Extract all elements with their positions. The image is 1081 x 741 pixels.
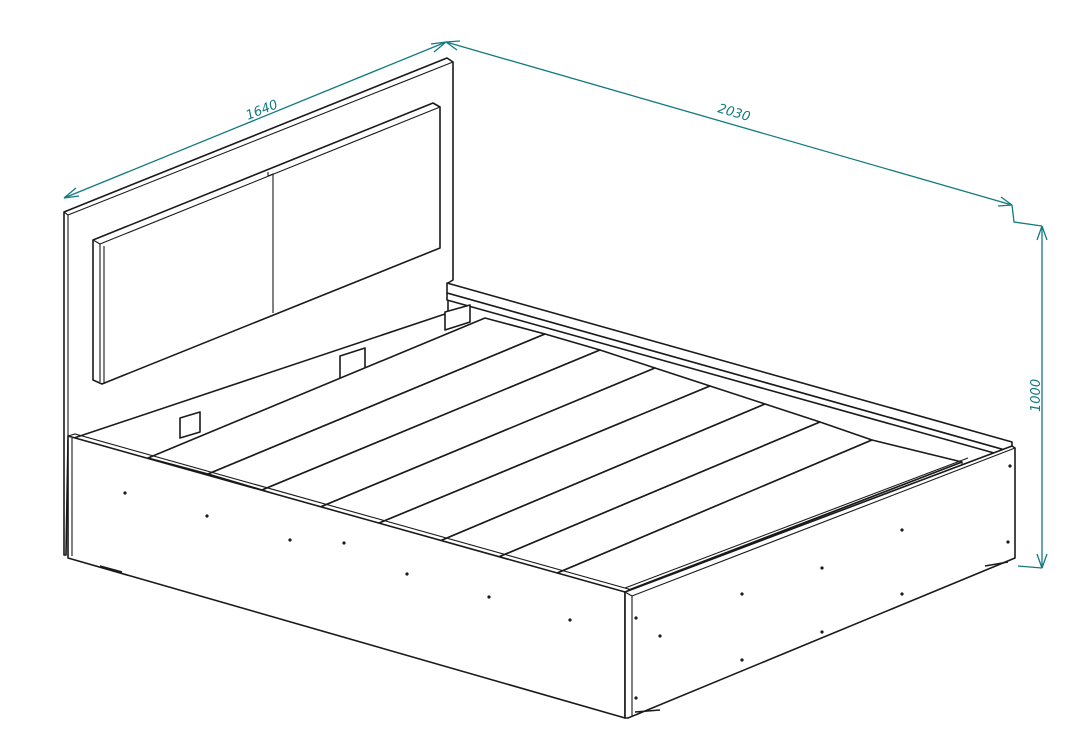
screw-dot (1006, 540, 1010, 544)
bed-feet (99, 561, 1009, 713)
screw-dot (568, 618, 572, 622)
screw-dot (820, 566, 824, 570)
assembly-dots (123, 464, 1012, 700)
footboard (624, 445, 1016, 719)
screw-dot (487, 595, 491, 599)
screw-dot (123, 491, 127, 495)
screw-dot (658, 634, 662, 638)
footboard-panel (624, 445, 1016, 719)
width-label: 1640 (244, 97, 280, 123)
screw-dot (288, 538, 292, 542)
headboard (63, 57, 454, 556)
screw-dot (900, 528, 904, 532)
dimension-height: 1000 (1017, 225, 1048, 569)
screw-dot (405, 572, 409, 576)
screw-dot (634, 696, 638, 700)
height-label: 1000 (1029, 379, 1044, 412)
screw-dot (1008, 464, 1012, 468)
screw-dot (740, 592, 744, 596)
screw-dot (740, 658, 744, 662)
screw-dot (900, 592, 904, 596)
headboard-cushion (92, 102, 441, 385)
dimension-length: 2030 (445, 40, 1043, 227)
screw-dot (820, 630, 824, 634)
bed-slats (147, 317, 963, 598)
screw-dot (205, 514, 209, 518)
screw-dot (634, 616, 638, 620)
screw-dot (342, 541, 346, 545)
